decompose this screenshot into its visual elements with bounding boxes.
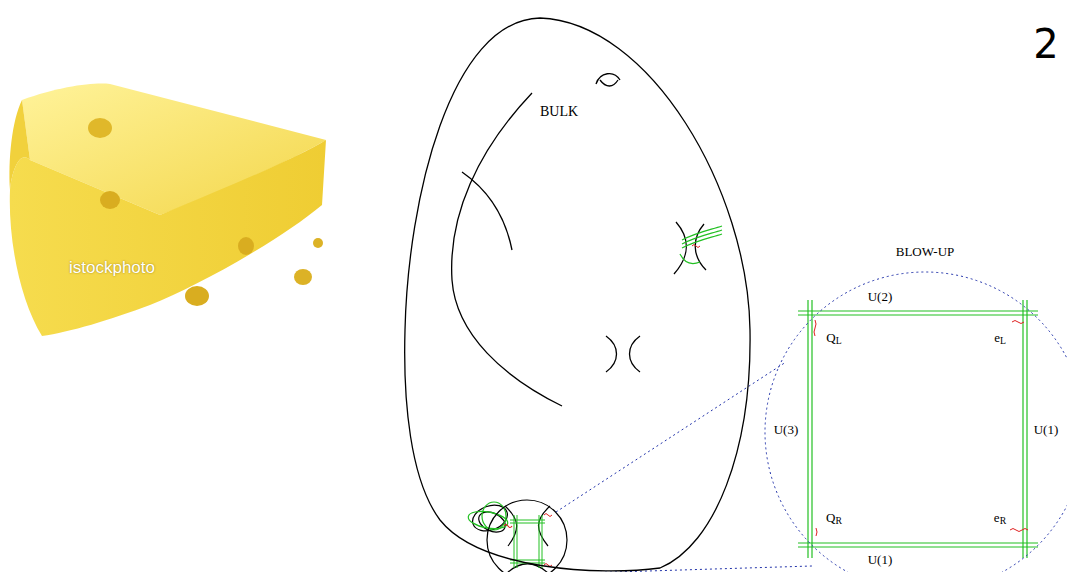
outline: [765, 272, 1067, 572]
gauge-group: U(2): [868, 289, 893, 305]
outline: [400, 10, 760, 572]
brane-lines: [682, 226, 722, 248]
surface-features: [452, 74, 706, 406]
region-label: BULK: [540, 104, 578, 120]
cheese-hole: [294, 269, 312, 285]
region-label: BLOW-UP: [896, 244, 955, 260]
intersecting-cycles: [674, 222, 706, 274]
particle-label: QR: [826, 510, 842, 527]
blowup-region: [487, 500, 567, 572]
cheese-side: [10, 140, 326, 336]
cheese-hole: [100, 191, 120, 209]
brane-stacks: [680, 226, 722, 264]
cheese-edge: [10, 100, 31, 190]
brane-square: [798, 300, 1038, 558]
gauge-group: U(1): [1034, 422, 1059, 438]
handle: [596, 74, 620, 86]
zoom-line: [550, 362, 812, 572]
cycle-curve: [462, 172, 512, 250]
cheese-picture: [10, 84, 327, 336]
slide-number: 2: [1033, 21, 1058, 67]
string-wiggle: [814, 320, 1028, 536]
brane-lines: [680, 254, 700, 264]
blowup-outline: [765, 272, 1067, 572]
blowup-circle: BLOW-UP: [765, 272, 1067, 572]
bulk-region: BULK: [400, 10, 760, 572]
cycle-curve: [452, 93, 562, 406]
cheese-hole: [313, 238, 323, 248]
watermark: istockphoto: [69, 258, 155, 278]
intersecting-cycles: [606, 336, 640, 372]
cheese-hole: [238, 237, 254, 255]
particle-label: QL: [826, 330, 841, 347]
cheese-hole: [185, 286, 209, 306]
string-wiggle: [692, 245, 700, 248]
gauge-group: U(3): [774, 422, 799, 438]
cheese-hole: [88, 118, 112, 138]
bulk-outline: [405, 18, 750, 571]
particle-label: eR: [994, 510, 1006, 527]
gauge-group: U(1): [868, 552, 893, 568]
particle-label: eL: [994, 330, 1006, 347]
